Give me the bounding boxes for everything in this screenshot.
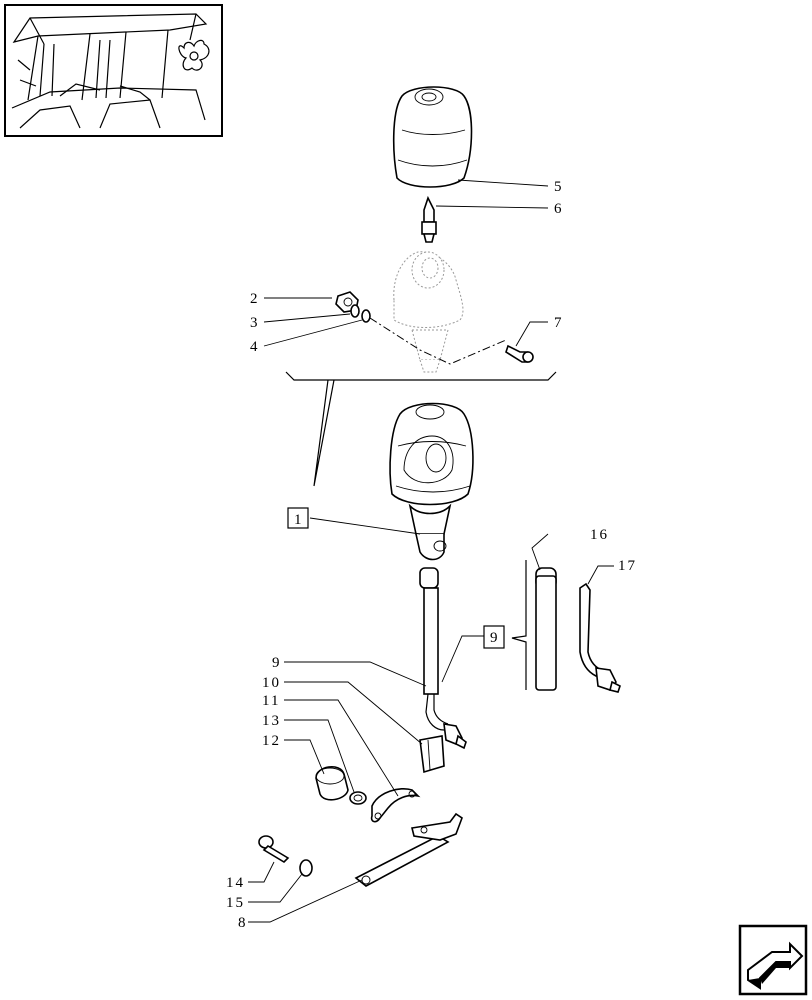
beacon-lens-cover: [392, 86, 473, 188]
svg-text:9: 9: [490, 630, 500, 646]
callout-15: 15: [226, 895, 245, 911]
bracket-part-8: [354, 812, 463, 887]
beacon-bulb: [421, 195, 437, 243]
callout-14: 14: [226, 875, 245, 891]
callout-6: 6: [554, 201, 564, 217]
bolt-part-7: [505, 344, 534, 363]
callout-5: 5: [554, 179, 564, 195]
callout-2: 2: [250, 291, 260, 307]
callout-4: 4: [250, 339, 260, 355]
callout-3: 3: [250, 315, 260, 331]
callout-labels: 5 6 2 3 4 7 16 17 9 10 11 13 12 14 15 8: [226, 179, 637, 931]
clamp-part-11: [370, 788, 421, 823]
washer-part-15: [299, 859, 313, 877]
tractor-locator-thumbnail: [4, 4, 223, 137]
lock-washer-part-3: [350, 304, 360, 318]
callout-8: 8: [238, 915, 248, 931]
callout-13: 13: [262, 713, 281, 729]
next-page-arrow-icon[interactable]: [738, 924, 808, 996]
rubber-bush-part-12: [315, 766, 349, 801]
boxed-ref-9: 9: [483, 625, 505, 649]
cable-part-17: [579, 582, 621, 693]
callout-12: 12: [262, 733, 281, 749]
callout-7: 7: [554, 315, 564, 331]
boxed-ref-1: 1: [287, 507, 309, 529]
beacon-assembly-ghost: [393, 251, 464, 373]
washer-part-4: [361, 309, 371, 323]
bolt-part-14: [258, 835, 290, 864]
callout-10: 10: [262, 675, 281, 691]
sleeve-part-10: [419, 735, 445, 774]
mounting-pole-part-9: [419, 567, 467, 750]
callout-9: 9: [272, 655, 282, 671]
beacon-assembly-part-1: [389, 402, 474, 561]
leader-lines: [248, 179, 614, 923]
callout-17: 17: [618, 558, 637, 574]
ring-part-13: [349, 791, 367, 805]
callout-16: 16: [590, 527, 609, 543]
callout-11: 11: [262, 693, 280, 709]
long-pole-part-16: [535, 567, 557, 691]
svg-text:1: 1: [294, 512, 304, 528]
